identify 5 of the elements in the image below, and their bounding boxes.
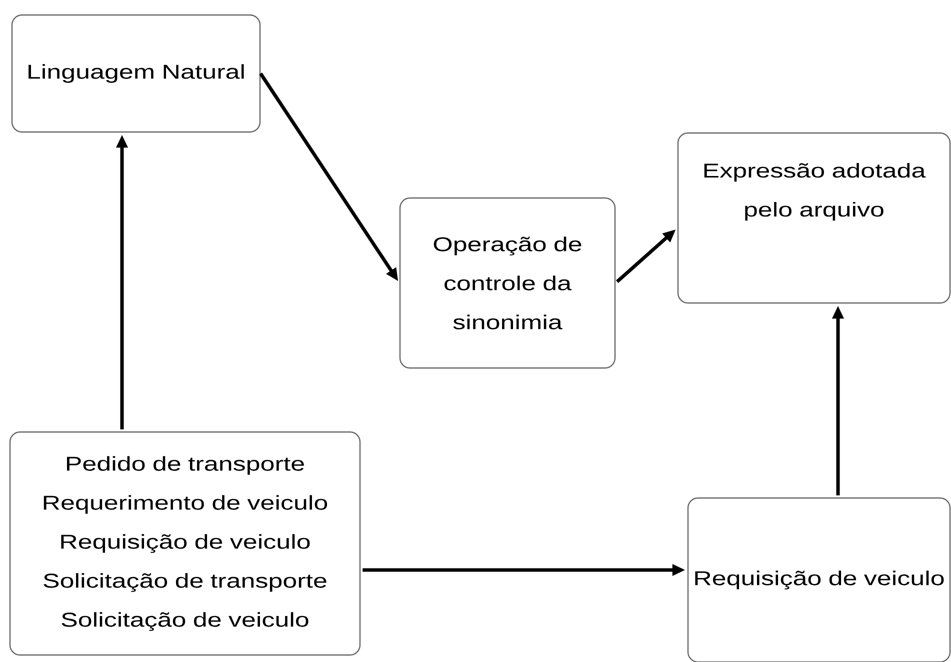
process-box: Expressão adotada pelo arquivo — [677, 132, 951, 304]
process-box: Operação de controle da sinonimia — [399, 197, 616, 369]
process-box: Requisição de veiculo — [687, 497, 951, 662]
process-box: Linguagem Natural — [11, 14, 261, 133]
process-box: Pedido de transporte Requerimento de veiculo Requisição de veiculo Solicitação de transporte Solicitação de veiculo — [9, 431, 361, 656]
